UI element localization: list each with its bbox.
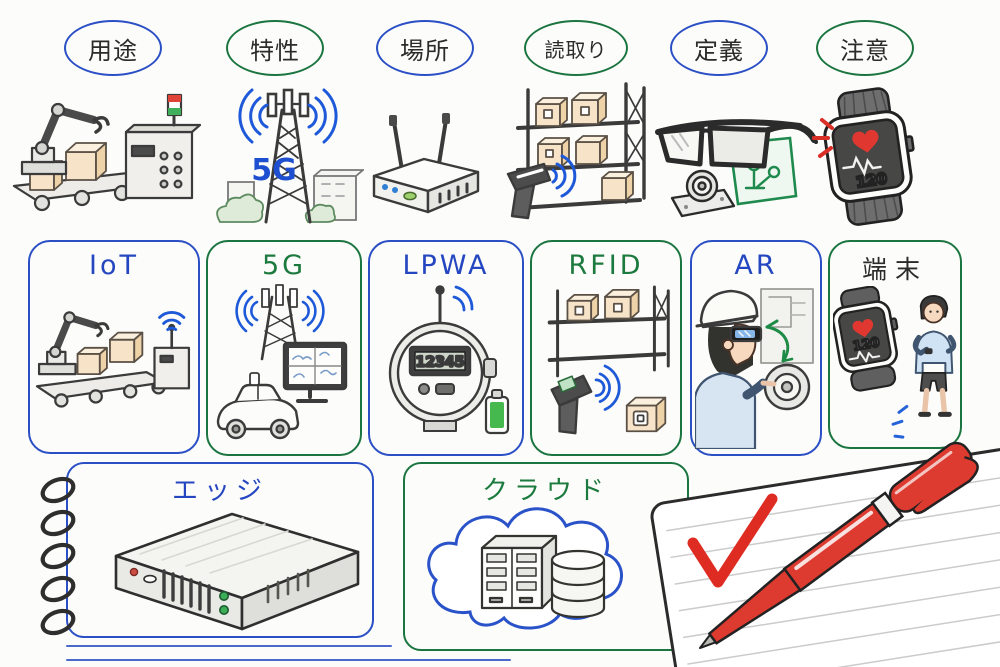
status-led bbox=[129, 567, 139, 577]
oval-text: 読取り bbox=[544, 37, 608, 62]
card-iot: IoT bbox=[28, 240, 200, 454]
alert-marks-icon bbox=[812, 118, 834, 158]
card-ar: AR bbox=[690, 240, 822, 456]
cloud-servers-illustration bbox=[427, 507, 623, 630]
oval-label-purpose: 用途 bbox=[64, 20, 162, 76]
status-led bbox=[382, 184, 388, 190]
card-title: 端末 bbox=[861, 255, 928, 284]
rfid-illustration bbox=[547, 285, 670, 435]
tower-5g-label: 5G bbox=[251, 153, 297, 188]
heart-icon bbox=[852, 319, 874, 338]
ecg-line-icon bbox=[842, 155, 882, 177]
right-lens bbox=[707, 125, 771, 169]
heart-icon bbox=[852, 129, 879, 153]
tagged-boxes bbox=[566, 289, 667, 433]
edge-device-illustration bbox=[114, 512, 360, 631]
oval-text: 場所 bbox=[400, 36, 450, 65]
cloud-label: クラウド bbox=[481, 476, 610, 506]
factory-robot-arm-illustration bbox=[12, 93, 202, 212]
robot-arm bbox=[51, 313, 100, 356]
card-rfid: RFID bbox=[530, 240, 682, 456]
wrist-watch bbox=[924, 348, 933, 355]
status-led bbox=[219, 591, 230, 602]
edge-box: エッジ bbox=[66, 462, 374, 638]
pointing-finger bbox=[760, 380, 777, 387]
card-title: RFID bbox=[568, 250, 644, 281]
card-title: AR bbox=[734, 250, 778, 281]
notepad-pen-illustration bbox=[650, 438, 1000, 667]
red-pen bbox=[699, 441, 979, 649]
antenna bbox=[392, 120, 404, 172]
oval-text: 特性 bbox=[250, 36, 300, 65]
wifi-arcs-icon bbox=[452, 285, 474, 312]
smartwatch-runner-illustration: 120 bbox=[833, 286, 957, 439]
oval-label-definition: 定義 bbox=[670, 20, 768, 76]
wifi-arcs-icon bbox=[158, 311, 186, 332]
ecg-line-icon bbox=[848, 350, 881, 363]
ar-glasses-illustration bbox=[655, 119, 818, 218]
oval-label-characteristics: 特性 bbox=[226, 20, 324, 76]
meter-reading: 12345 bbox=[416, 355, 465, 371]
left-lens bbox=[657, 125, 705, 167]
power-led bbox=[403, 191, 417, 201]
rotation-arrow-icon bbox=[765, 319, 794, 363]
heart-rate-value: 120 bbox=[852, 335, 881, 354]
notebook-spiral-binding bbox=[40, 476, 76, 636]
vent-slots bbox=[162, 569, 211, 614]
scanner-signal-icon bbox=[551, 154, 577, 198]
card-title: LPWA bbox=[402, 250, 490, 281]
oval-label-caution: 注意 bbox=[816, 20, 914, 76]
pen-clip bbox=[912, 456, 979, 515]
oval-label-location: 場所 bbox=[376, 20, 474, 76]
notebook-rule-line bbox=[66, 659, 511, 662]
card-5g: 5G bbox=[206, 240, 362, 456]
oval-label-reading: 読取り bbox=[524, 20, 628, 76]
checkmark-icon bbox=[687, 493, 778, 588]
card-device: 端末 120 bbox=[828, 240, 962, 449]
smartwatch-illustration: 120 bbox=[812, 87, 915, 226]
oval-text: 用途 bbox=[88, 36, 138, 65]
wireless-router-illustration bbox=[372, 113, 480, 214]
bushes bbox=[216, 193, 336, 223]
wifi-arcs-icon bbox=[235, 289, 325, 333]
wifi-arcs-icon bbox=[238, 88, 338, 144]
database-icon bbox=[550, 558, 606, 619]
iot-illustration bbox=[35, 311, 191, 408]
status-led bbox=[392, 187, 398, 193]
oval-text: 定義 bbox=[694, 36, 744, 65]
worker bbox=[695, 289, 777, 449]
runner bbox=[912, 294, 957, 417]
smartwatch: 120 bbox=[833, 286, 899, 392]
wifi-arcs-icon bbox=[594, 364, 621, 411]
warehouse-scanner-illustration bbox=[506, 82, 646, 220]
temple-arm bbox=[765, 122, 817, 143]
card-title: IoT bbox=[89, 250, 139, 281]
tagged-boxes bbox=[535, 92, 634, 201]
motion-dashes-icon bbox=[891, 405, 909, 439]
oval-text: 注意 bbox=[840, 36, 890, 65]
smart-meter-illustration: 12345 bbox=[388, 285, 510, 435]
5g-card-illustration bbox=[216, 284, 348, 440]
card-lpwa: LPWA 12345 bbox=[368, 240, 524, 456]
control-buttons bbox=[159, 151, 183, 189]
watch-screen bbox=[831, 118, 905, 195]
notebook-rule-line bbox=[66, 645, 392, 648]
ar-worker-illustration bbox=[695, 288, 814, 449]
card-title: 5G bbox=[261, 250, 307, 281]
status-led bbox=[219, 605, 230, 616]
5g-tower-illustration: 5G bbox=[216, 88, 364, 224]
edge-label: エッジ bbox=[171, 476, 268, 506]
